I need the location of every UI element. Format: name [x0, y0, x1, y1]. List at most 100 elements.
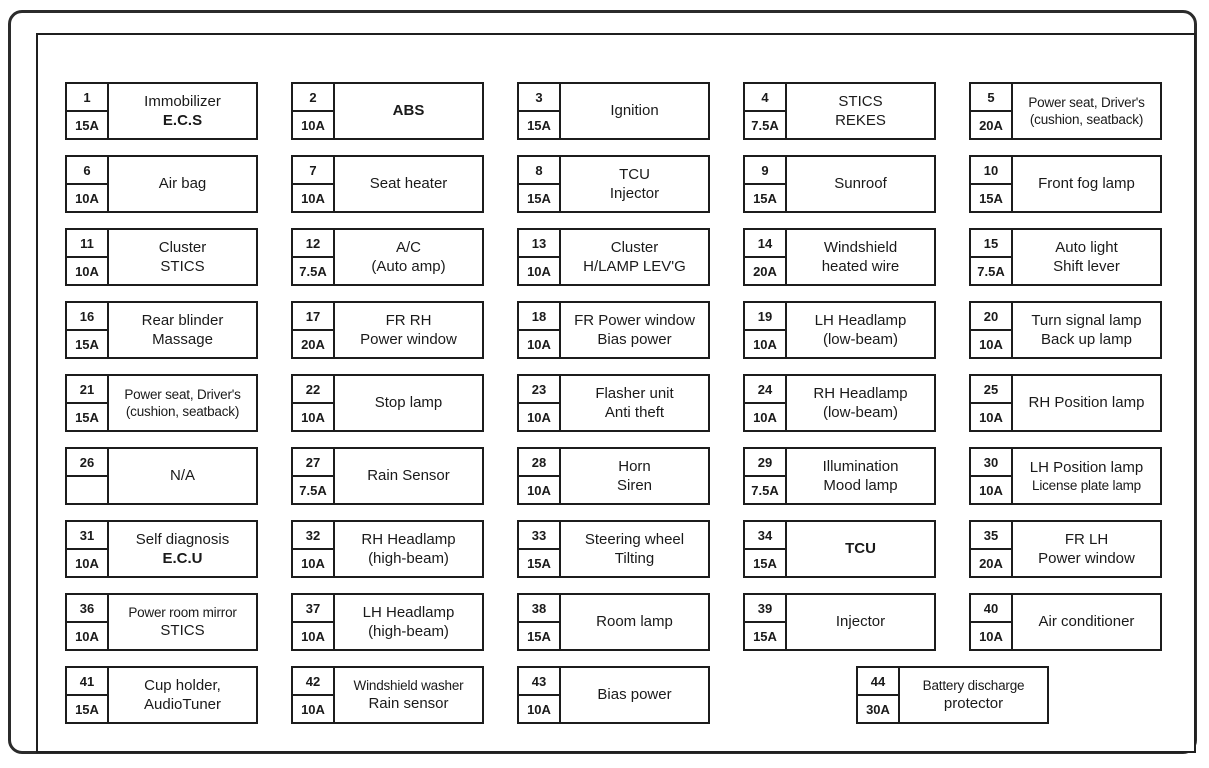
fuse-number: 14	[745, 230, 785, 258]
fuse-rating-cell: 19 10A	[745, 303, 787, 357]
fuse-label-line: ABS	[392, 102, 425, 120]
fuse-label-line: heated wire	[821, 258, 900, 275]
fuse-label-line: Seat heater	[369, 175, 448, 193]
fuse-number: 24	[745, 376, 785, 404]
fuse-amp: 7.5A	[299, 263, 327, 279]
fuse-label: LH Headlamp(high-beam)	[335, 595, 482, 649]
fuse-amp: 10A	[301, 555, 325, 571]
fuse-label-line: H/LAMP LEV'G	[583, 258, 686, 275]
fuse-box: 24 10A RH Headlamp(low-beam)	[743, 374, 936, 432]
fuse-label-line: Anti theft	[604, 404, 665, 421]
fuse-number: 39	[745, 595, 785, 623]
fuse-number: 41	[67, 668, 107, 696]
fuse-number: 38	[519, 595, 559, 623]
fuse-label-line: RH Headlamp	[813, 384, 908, 402]
fuse-rating-cell: 29 7.5A	[745, 449, 787, 503]
fuse-rating-cell: 11 10A	[67, 230, 109, 284]
fuse-box: 39 15A Injector	[743, 593, 936, 651]
fuse-label-line: Windshield	[823, 238, 898, 256]
fuse-amp: 10A	[75, 555, 99, 571]
fuse-number: 43	[519, 668, 559, 696]
fuse-label-line: License plate lamp	[1032, 477, 1141, 493]
fuse-amp: 15A	[527, 117, 551, 133]
fuse-rating-cell: 4 7.5A	[745, 84, 787, 138]
fuse-rating-cell: 20 10A	[971, 303, 1013, 357]
fuse-number: 6	[67, 157, 107, 185]
fuse-box: 10 15A Front fog lamp	[969, 155, 1162, 213]
fuse-label-line: LH Position lamp	[1029, 458, 1144, 476]
fuse-amp: 15A	[753, 555, 777, 571]
fuse-label: RH Headlamp(high-beam)	[335, 522, 482, 576]
fuse-label-line: Rain Sensor	[367, 467, 450, 485]
fuse-label-line: (high-beam)	[368, 550, 449, 567]
fuse-label-line: Shift lever	[1053, 258, 1120, 275]
fuse-number: 17	[293, 303, 333, 331]
fuse-number: 11	[67, 230, 107, 258]
fuse-number: 23	[519, 376, 559, 404]
fuse-label-line: Rain sensor	[368, 695, 449, 713]
fuse-label-line: FR Power window	[574, 311, 695, 329]
fuse-label-line: FR LH	[1064, 530, 1109, 548]
fuse-rating-cell: 1 15A	[67, 84, 109, 138]
fuse-label-line: Power room mirror	[128, 604, 237, 620]
fuse-rating-cell: 9 15A	[745, 157, 787, 211]
fuse-label: Bias power	[561, 668, 708, 722]
fuse-amp: 15A	[753, 190, 777, 206]
fuse-amp: 10A	[301, 409, 325, 425]
fuse-label-line: protector	[943, 695, 1004, 713]
fuse-box: 7 10A Seat heater	[291, 155, 484, 213]
fuse-label: Windshield heated wire	[787, 230, 934, 284]
fuse-label: Air conditioner	[1013, 595, 1160, 649]
fuse-label: Cup holder,AudioTuner	[109, 668, 256, 722]
fuse-number: 15	[971, 230, 1011, 258]
fuse-number: 10	[971, 157, 1011, 185]
fuse-rating-cell: 2 10A	[293, 84, 335, 138]
fuse-box: 5 20A Power seat, Driver's(cushion, seat…	[969, 82, 1162, 140]
fuse-label-line: LH Headlamp	[362, 603, 455, 621]
fuse-label-line: Mood lamp	[823, 477, 898, 494]
fuse-label-line: Cluster	[158, 238, 207, 256]
fuse-rating-cell: 17 20A	[293, 303, 335, 357]
fuse-amp: 10A	[527, 336, 551, 352]
fuse-amp: 10A	[753, 336, 777, 352]
fuse-label-line: Rear blinder	[141, 311, 224, 329]
fuse-amp: 10A	[75, 263, 99, 279]
fuse-label-line: (low-beam)	[822, 331, 898, 348]
fuse-amp: 10A	[979, 336, 1003, 352]
fuse-label: Rain Sensor	[335, 449, 482, 503]
fuse-label-line: (cushion, seatback)	[1029, 112, 1144, 127]
fuse-label-line: Battery discharge	[922, 677, 1025, 693]
fuse-label: Ignition	[561, 84, 708, 138]
fuse-rating-cell: 24 10A	[745, 376, 787, 430]
fuse-number: 19	[745, 303, 785, 331]
fuse-amp: 15A	[75, 336, 99, 352]
fuse-amp: 10A	[301, 190, 325, 206]
fuse-label: Sunroof	[787, 157, 934, 211]
fuse-label-line: Windshield washer	[353, 677, 464, 693]
fuse-number: 32	[293, 522, 333, 550]
fuse-label: Air bag	[109, 157, 256, 211]
fuse-rating-cell: 15 7.5A	[971, 230, 1013, 284]
fuse-label-line: Sunroof	[834, 175, 887, 193]
fuse-label: LH Headlamp(low-beam)	[787, 303, 934, 357]
fuse-rating-cell: 5 20A	[971, 84, 1013, 138]
fuse-rating-cell: 31 10A	[67, 522, 109, 576]
fuse-rating-cell: 41 15A	[67, 668, 109, 722]
fuse-label-line: Air conditioner	[1038, 613, 1135, 631]
fuse-amp: 10A	[527, 263, 551, 279]
fuse-rating-cell: 44 30A	[858, 668, 900, 722]
fuse-label-line: Power window	[360, 331, 457, 348]
fuse-label-line: STICS	[160, 258, 205, 275]
fuse-label: Battery discharge protector	[900, 668, 1047, 722]
